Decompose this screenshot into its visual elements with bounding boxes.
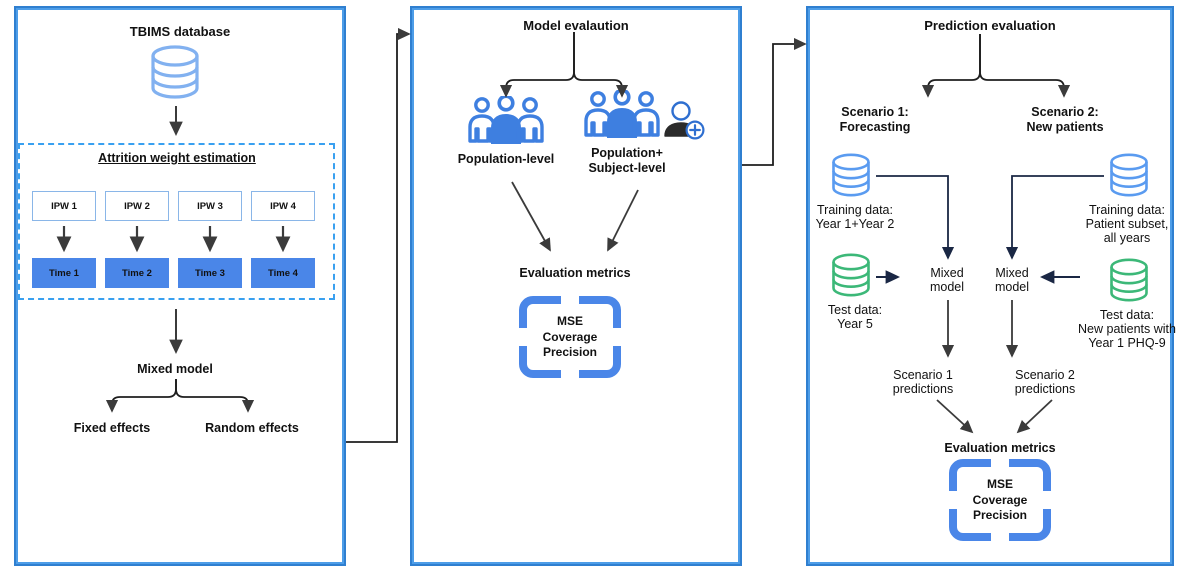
panel2-title: Model evalaution <box>523 18 629 33</box>
ipw-box-2: IPW 2 <box>105 191 169 221</box>
ipw-label: IPW 1 <box>51 200 77 212</box>
ipw-box-3: IPW 3 <box>178 191 242 221</box>
panel1-title: TBIMS database <box>129 24 231 39</box>
panel1-mixed-model-label: Mixed model <box>137 362 213 376</box>
scenario-1-label-line2: Forecasting <box>839 120 911 134</box>
metric-mse: MSE <box>986 477 1013 491</box>
scenario-2-predictions-line2: predictions <box>1014 382 1076 396</box>
time-label: Time 3 <box>195 267 225 279</box>
metric-coverage: Coverage <box>542 329 598 344</box>
test-data-right-line2: New patients with <box>1078 322 1176 336</box>
people-group-icon <box>466 94 546 144</box>
mixed-model-scenario1-line2: model <box>929 280 965 294</box>
time-label: Time 4 <box>268 267 298 279</box>
population-subject-level-label-line2: Subject-level <box>588 161 666 175</box>
connector-panel1-to-panel2 <box>346 27 411 443</box>
panel-model-evaluation <box>410 6 742 566</box>
scenario-1-predictions-line2: predictions <box>892 382 954 396</box>
panel3-metric-list: MSE Coverage Precision <box>949 477 1051 524</box>
population-subject-level-label-line1: Population+ <box>591 146 663 160</box>
mixed-model-scenario2-line2: model <box>994 280 1030 294</box>
metric-precision: Precision <box>972 508 1028 523</box>
ipw-label: IPW 2 <box>124 200 150 212</box>
time-label: Time 2 <box>122 267 152 279</box>
scenario-1-label-line1: Scenario 1: <box>841 105 909 119</box>
training-data-left-line1: Training data: <box>817 203 893 217</box>
ipw-label: IPW 3 <box>197 200 223 212</box>
panel2-evaluation-metrics-label: Evaluation metrics <box>519 266 631 280</box>
panel2-metrics-bracket-box: MSE Coverage Precision <box>519 296 621 378</box>
test-data-right-line1: Test data: <box>1099 308 1155 322</box>
scenario-2-label-line2: New patients <box>1026 120 1104 134</box>
training-data-right-line3: all years <box>1103 231 1151 245</box>
mixed-model-scenario2-line1: Mixed <box>995 266 1029 280</box>
ipw-box-4: IPW 4 <box>251 191 315 221</box>
panel3-title: Prediction evaluation <box>924 18 1056 33</box>
attrition-weight-estimation-box <box>18 143 335 300</box>
panel2-metric-list: MSE Coverage Precision <box>519 314 621 361</box>
database-cylinder-icon <box>149 44 201 100</box>
population-level-label: Population-level <box>457 152 555 166</box>
test-data-left-line2: Year 5 <box>837 317 873 331</box>
panel3-metrics-bracket-box: MSE Coverage Precision <box>949 459 1051 541</box>
mixed-model-scenario1-line1: Mixed <box>930 266 964 280</box>
people-group-icon <box>582 88 662 138</box>
time-box-2: Time 2 <box>105 258 169 288</box>
scenario-2-label-line1: Scenario 2: <box>1031 105 1099 119</box>
connector-panel2-to-panel3 <box>742 37 807 166</box>
time-box-3: Time 3 <box>178 258 242 288</box>
add-person-icon <box>661 100 707 142</box>
time-box-4: Time 4 <box>251 258 315 288</box>
attrition-title: Attrition weight estimation <box>98 151 256 165</box>
panel3-evaluation-metrics-label: Evaluation metrics <box>944 441 1056 455</box>
metric-mse: MSE <box>556 314 583 328</box>
training-data-right-line2: Patient subset, <box>1085 217 1169 231</box>
random-effects-label: Random effects <box>205 421 299 435</box>
ipw-label: IPW 4 <box>270 200 296 212</box>
training-data-right-line1: Training data: <box>1089 203 1165 217</box>
test-data-left-line1: Test data: <box>827 303 883 317</box>
test-data-right-line3: Year 1 PHQ-9 <box>1088 336 1166 350</box>
time-label: Time 1 <box>49 267 79 279</box>
time-box-1: Time 1 <box>32 258 96 288</box>
database-cylinder-icon-blue <box>1108 152 1150 198</box>
database-cylinder-icon-green <box>1108 257 1150 303</box>
database-cylinder-icon-green <box>830 252 872 298</box>
metric-coverage: Coverage <box>972 492 1028 507</box>
fixed-effects-label: Fixed effects <box>73 421 151 435</box>
training-data-left-line2: Year 1+Year 2 <box>815 217 895 231</box>
scenario-1-predictions-line1: Scenario 1 <box>893 368 953 382</box>
scenario-2-predictions-line1: Scenario 2 <box>1015 368 1075 382</box>
metric-precision: Precision <box>542 345 598 360</box>
database-cylinder-icon-blue <box>830 152 872 198</box>
ipw-box-1: IPW 1 <box>32 191 96 221</box>
